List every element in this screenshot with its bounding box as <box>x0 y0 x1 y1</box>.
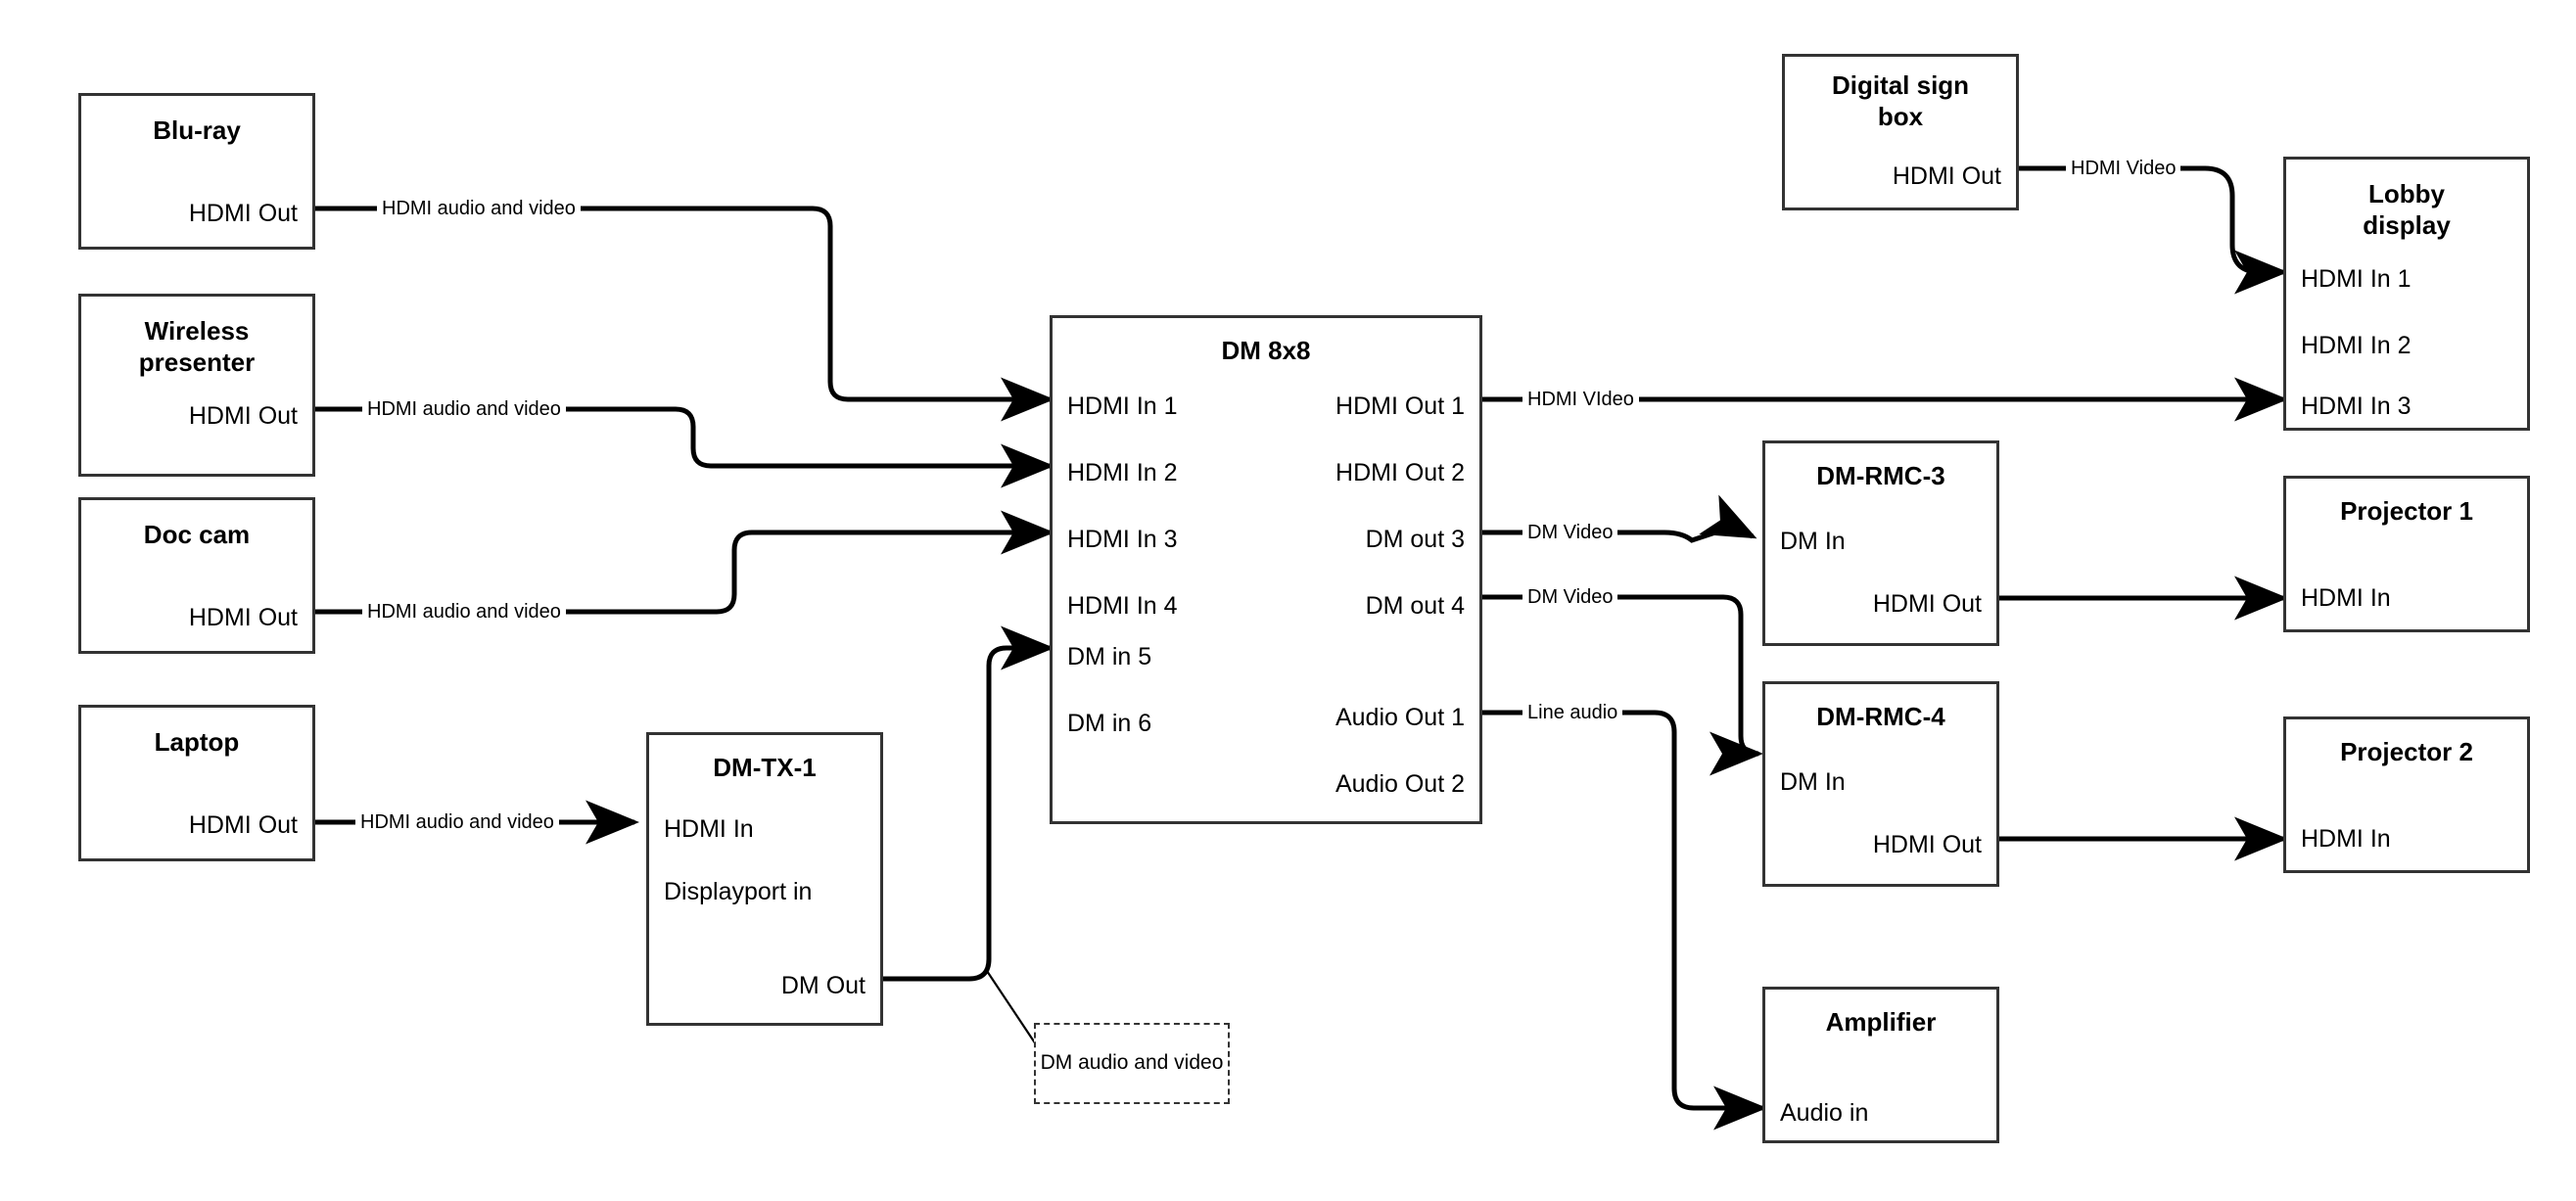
node-lobby-display-title-line2: display <box>2363 210 2451 240</box>
node-dm-tx-1[interactable]: DM-TX-1 HDMI In Displayport in DM Out <box>646 732 883 1026</box>
node-digital-sign-box[interactable]: Digital sign box HDMI Out <box>1782 54 2019 210</box>
node-projector-2-port-hdmi-in[interactable]: HDMI In <box>2301 825 2391 853</box>
node-dm-8x8-input-hdmi-in-4[interactable]: HDMI In 4 <box>1067 592 1178 620</box>
edge-label-dm-out-4-to-dmrmc4: DM Video <box>1522 587 1618 607</box>
node-lobby-display-title-line1: Lobby <box>2368 179 2445 208</box>
note-dm-audio-and-video: DM audio and video <box>1034 1023 1230 1104</box>
node-digital-sign-box-title-line2: box <box>1877 102 1924 131</box>
edge-label-hdmi-out-1-to-lobby: HDMI VIdeo <box>1522 390 1639 409</box>
node-projector-2-title: Projector 2 <box>2340 737 2473 766</box>
node-laptop[interactable]: Laptop HDMI Out <box>78 705 315 861</box>
node-dm-8x8-title: DM 8x8 <box>1221 336 1311 365</box>
node-wireless-presenter-port-hdmi-out[interactable]: HDMI Out <box>188 402 298 430</box>
node-dm-8x8-output-dm-out-4[interactable]: DM out 4 <box>1365 592 1465 620</box>
node-dm-8x8-input-hdmi-in-3[interactable]: HDMI In 3 <box>1067 526 1178 553</box>
node-dm-8x8-output-hdmi-out-1[interactable]: HDMI Out 1 <box>1335 393 1465 420</box>
node-doc-cam-title: Doc cam <box>143 520 251 549</box>
node-dm-8x8-input-hdmi-in-2[interactable]: HDMI In 2 <box>1067 459 1178 486</box>
node-wireless-presenter[interactable]: Wireless presenter HDMI Out <box>78 294 315 477</box>
node-dm-rmc-4-port-hdmi-out[interactable]: HDMI Out <box>1872 831 1982 858</box>
node-wireless-presenter-title-line2: presenter <box>138 347 256 377</box>
node-lobby-display[interactable]: Lobby display HDMI In 1 HDMI In 2 HDMI I… <box>2283 157 2530 431</box>
node-dm-8x8-output-dm-out-3[interactable]: DM out 3 <box>1365 526 1465 553</box>
node-dm-rmc-3-port-hdmi-out[interactable]: HDMI Out <box>1872 590 1982 618</box>
node-lobby-display-port-hdmi-in-1[interactable]: HDMI In 1 <box>2301 265 2412 293</box>
edge-label-dm-out-3-to-dmrmc3: DM Video <box>1522 523 1618 542</box>
node-dm-rmc-3-title: DM-RMC-3 <box>1816 461 1945 490</box>
node-projector-1[interactable]: Projector 1 HDMI In <box>2283 476 2530 632</box>
node-bluray[interactable]: Blu-ray HDMI Out <box>78 93 315 250</box>
node-dm-rmc-4-title: DM-RMC-4 <box>1816 702 1945 731</box>
edge-label-bluray-to-dm8x8: HDMI audio and video <box>377 199 581 218</box>
node-laptop-port-hdmi-out[interactable]: HDMI Out <box>188 811 298 839</box>
edge-label-digitalsign-to-lobby: HDMI Video <box>2066 159 2181 178</box>
node-lobby-display-port-hdmi-in-2[interactable]: HDMI In 2 <box>2301 332 2412 359</box>
node-dm-8x8-output-hdmi-out-2[interactable]: HDMI Out 2 <box>1335 459 1465 486</box>
node-dm-8x8-input-hdmi-in-1[interactable]: HDMI In 1 <box>1067 393 1178 420</box>
node-dm-8x8-output-audio-out-1[interactable]: Audio Out 1 <box>1335 704 1465 731</box>
node-dm-tx-1-title: DM-TX-1 <box>713 753 817 782</box>
node-doc-cam-port-hdmi-out[interactable]: HDMI Out <box>188 604 298 631</box>
edge-label-audio-out-1-to-amplifier: Line audio <box>1522 703 1623 722</box>
node-projector-1-port-hdmi-in[interactable]: HDMI In <box>2301 584 2391 612</box>
node-dm-rmc-3[interactable]: DM-RMC-3 DM In HDMI Out <box>1762 440 1999 646</box>
node-dm-8x8-input-dm-in-6[interactable]: DM in 6 <box>1067 710 1152 737</box>
node-projector-2[interactable]: Projector 2 HDMI In <box>2283 716 2530 873</box>
node-projector-1-title: Projector 1 <box>2340 496 2473 526</box>
edge-label-wireless-to-dm8x8: HDMI audio and video <box>362 399 566 419</box>
node-dm-8x8[interactable]: DM 8x8 HDMI In 1 HDMI In 2 HDMI In 3 HDM… <box>1050 315 1482 824</box>
node-dm-tx-1-port-hdmi-in[interactable]: HDMI In <box>664 815 754 843</box>
node-doc-cam[interactable]: Doc cam HDMI Out <box>78 497 315 654</box>
node-amplifier-port-audio-in[interactable]: Audio in <box>1780 1099 1869 1127</box>
node-digital-sign-box-title-line1: Digital sign <box>1831 70 1970 100</box>
edge-label-doccam-to-dm8x8: HDMI audio and video <box>362 602 566 622</box>
node-lobby-display-port-hdmi-in-3[interactable]: HDMI In 3 <box>2301 393 2412 420</box>
wire-audio-out-1-to-amplifier <box>1482 710 1767 1131</box>
edge-label-laptop-to-dmtx1: HDMI audio and video <box>355 812 559 832</box>
wire-doccam-to-hdmi-in-3 <box>315 510 1054 615</box>
node-dm-rmc-4-port-dm-in[interactable]: DM In <box>1780 768 1846 796</box>
node-amplifier-title: Amplifier <box>1825 1007 1937 1037</box>
node-bluray-title: Blu-ray <box>153 115 241 145</box>
node-dm-8x8-output-audio-out-2[interactable]: Audio Out 2 <box>1335 770 1465 798</box>
node-dm-8x8-input-dm-in-5[interactable]: DM in 5 <box>1067 643 1152 670</box>
node-wireless-presenter-title-line1: Wireless <box>144 316 250 346</box>
wire-dm-out-4-to-dmrmc4 <box>1482 594 1763 776</box>
node-amplifier[interactable]: Amplifier Audio in <box>1762 987 1999 1143</box>
node-laptop-title: Laptop <box>154 727 240 757</box>
node-dm-rmc-4[interactable]: DM-RMC-4 DM In HDMI Out <box>1762 681 1999 887</box>
node-dm-tx-1-port-dm-out[interactable]: DM Out <box>780 972 866 999</box>
wire-dmtx1-to-dm-in-5 <box>883 625 1054 982</box>
node-dm-tx-1-port-displayport-in[interactable]: Displayport in <box>664 878 813 905</box>
wire-bluray-to-hdmi-in-1 <box>315 206 1054 422</box>
wire-digitalsign-to-lobby-hdmi-in-1 <box>2019 165 2288 295</box>
node-bluray-port-hdmi-out[interactable]: HDMI Out <box>188 200 298 227</box>
node-digital-sign-box-port-hdmi-out[interactable]: HDMI Out <box>1892 162 2001 190</box>
node-dm-rmc-3-port-dm-in[interactable]: DM In <box>1780 528 1846 555</box>
